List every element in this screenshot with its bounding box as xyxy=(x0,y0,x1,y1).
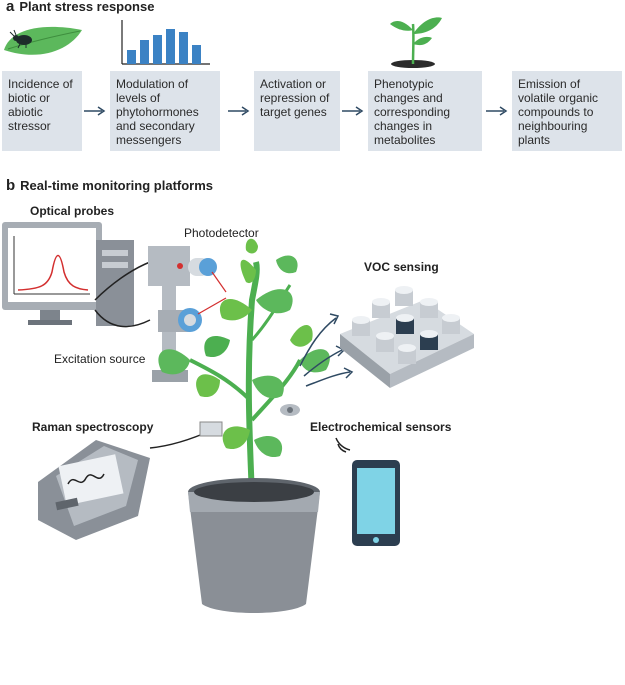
panel-b-title-text: Real-time monitoring platforms xyxy=(20,178,214,193)
arrow-4-icon xyxy=(486,106,508,116)
step-voc-emission-text: Emission of volatile organic compounds t… xyxy=(518,77,599,147)
plant-icon xyxy=(158,238,330,499)
leaf-with-insect-icon xyxy=(4,26,82,55)
panel-b-letter: b xyxy=(6,177,16,194)
panel-a-title-text: Plant stress response xyxy=(19,0,155,14)
step-stressor: Incidence of biotic or abiotic stressor xyxy=(2,71,82,151)
arrow-2-icon xyxy=(228,106,250,116)
smartphone-icon xyxy=(335,437,400,546)
voc-sensor-array-icon xyxy=(340,286,474,388)
leaf-sensor-icon xyxy=(280,404,300,416)
raman-device-icon xyxy=(38,421,223,540)
voc-arrows-icon xyxy=(299,313,354,387)
step-phenotypic-changes-text: Phenotypic changes and corresponding cha… xyxy=(374,77,451,147)
seedling-icon xyxy=(390,17,442,68)
pot-icon xyxy=(188,478,320,613)
panel-a-icons xyxy=(4,17,442,68)
panel-a-title: a Plant stress response xyxy=(6,0,154,15)
step-phytohormones-text: Modulation of levels of phytohormones an… xyxy=(116,77,199,147)
voc-sensor-wells xyxy=(352,286,460,364)
label-photodetector: Photodetector xyxy=(184,226,259,240)
arrow-3-icon xyxy=(342,106,364,116)
bar-chart-icon xyxy=(121,20,210,65)
step-target-genes: Activation or repression of target genes xyxy=(254,71,340,151)
panel-b-title: b Real-time monitoring platforms xyxy=(6,177,213,194)
label-excitation-source: Excitation source xyxy=(54,352,146,366)
computer-monitor-icon xyxy=(2,222,134,326)
panel-a-letter: a xyxy=(6,0,15,15)
label-optical-probes: Optical probes xyxy=(30,204,115,218)
label-electrochemical-sensors: Electrochemical sensors xyxy=(310,420,452,434)
step-stressor-text: Incidence of biotic or abiotic stressor xyxy=(8,77,73,133)
label-raman-spectroscopy: Raman spectroscopy xyxy=(32,420,154,434)
step-phenotypic-changes: Phenotypic changes and corresponding cha… xyxy=(368,71,482,151)
step-phytohormones: Modulation of levels of phytohormones an… xyxy=(110,71,220,151)
label-voc-sensing: VOC sensing xyxy=(364,260,439,274)
step-target-genes-text: Activation or repression of target genes xyxy=(260,77,330,119)
step-voc-emission: Emission of volatile organic compounds t… xyxy=(512,71,622,151)
arrow-1-icon xyxy=(84,106,106,116)
